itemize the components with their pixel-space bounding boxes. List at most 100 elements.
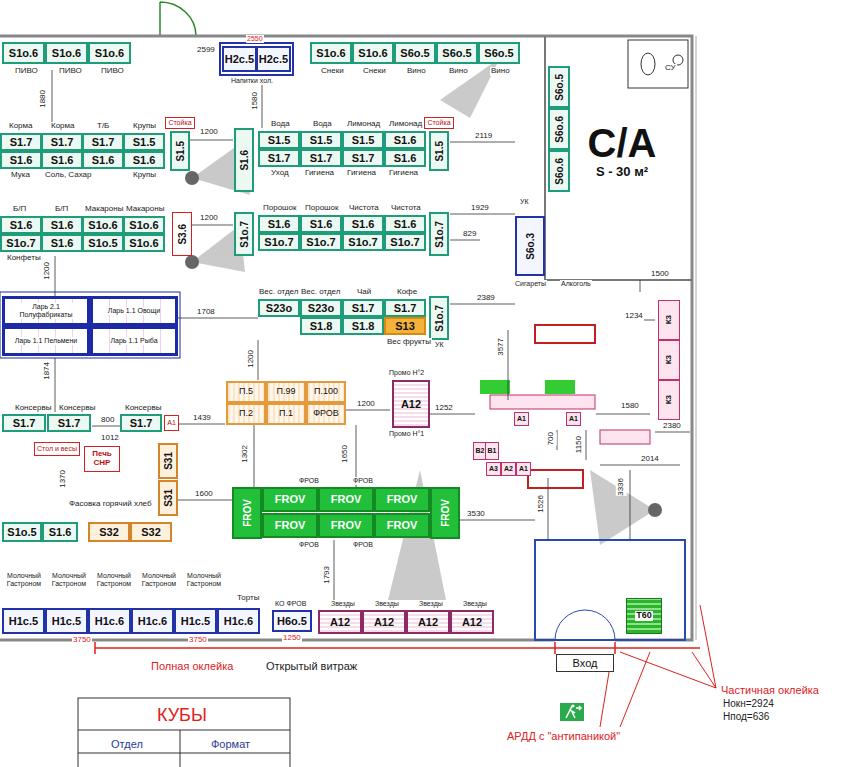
- plan-label: 3577: [496, 338, 507, 356]
- shelf-code: S1.6: [394, 218, 417, 230]
- shelf-box: S31: [158, 443, 178, 479]
- plan-label: Фасовка горячий хлеб: [68, 500, 153, 509]
- plan-label: 1874: [42, 362, 53, 380]
- shelf-code: S23o: [308, 302, 334, 314]
- plan-label: 2599: [196, 46, 216, 55]
- plan-label: Вода: [312, 120, 333, 129]
- shelf-code: H1c.6: [138, 615, 167, 627]
- shelf-box: A12: [362, 610, 406, 634]
- shelf-code: S1.6: [310, 218, 333, 230]
- plan-label: 1252: [434, 404, 454, 413]
- shelf-code: S1.5: [352, 134, 375, 146]
- shelf-code: П.2: [239, 409, 253, 419]
- shelf-box: S1o.6: [2, 42, 45, 64]
- shelf-box: A1: [516, 462, 531, 476]
- plan-label: Алкоголь: [560, 280, 592, 288]
- shelf-code: S1o.7: [348, 236, 377, 248]
- shelf-code: Вход: [573, 657, 598, 669]
- shelf-box: A1: [514, 412, 529, 426]
- shelf-code: S32: [99, 526, 119, 538]
- shelf-code: Стол и весы: [37, 445, 77, 453]
- shelf-code: A1: [569, 415, 578, 423]
- plan-label: Молочный Гастроном: [2, 572, 46, 587]
- shelf-box: S1o.7: [258, 233, 300, 251]
- shelf-box: К3: [658, 300, 680, 340]
- shelf-box: S1.8: [300, 317, 342, 335]
- shelf-code: A12: [401, 398, 421, 410]
- shelf-code: S31: [163, 489, 174, 507]
- shelf-code: Стойка: [168, 119, 191, 127]
- shelf-box: S1o.7: [429, 296, 449, 340]
- shelf-code: S6o.5: [400, 47, 429, 59]
- plan-label: Порошок: [304, 204, 339, 213]
- plan-label: 2389: [476, 294, 496, 303]
- shelf-box: A12: [392, 380, 430, 428]
- plan-label: 1580: [620, 402, 640, 411]
- shelf-box: S1.6: [342, 215, 384, 233]
- shelf-box: H1c.5: [174, 608, 217, 634]
- shelf-code: S1.5: [310, 134, 333, 146]
- shelf-box: A12: [318, 610, 362, 634]
- shelf-box: S1.6: [258, 215, 300, 233]
- shelf-box: S1o.6: [123, 234, 165, 252]
- shelf-box: S1.6: [41, 151, 83, 169]
- shelf-code: S1o.7: [239, 221, 250, 248]
- plan-label: ПИВО: [100, 67, 125, 76]
- shelf-code: S1o.6: [52, 47, 81, 59]
- plan-label: Полная оклейка: [150, 660, 234, 672]
- shelf-box: S1.6: [42, 522, 78, 542]
- shelf-box: H1c.5: [2, 608, 45, 634]
- shelf-box: FROV: [374, 487, 430, 512]
- plan-label: Напитки хол.: [230, 77, 274, 85]
- shelf-code: S1o.6: [316, 47, 345, 59]
- shelf-box: S32: [130, 522, 172, 542]
- plan-label: АРДД с "антипаникой": [506, 730, 621, 742]
- shelf-box: S3.6: [172, 212, 192, 256]
- shelf-code: К3: [665, 315, 674, 324]
- shelf-box: B1: [485, 442, 500, 460]
- shelf-code: S1.6: [268, 218, 291, 230]
- shelf-code: Ларь 1.1 Рыба: [110, 337, 157, 345]
- shelf-code: S1.7: [10, 136, 33, 148]
- shelf-box: FROV: [262, 513, 318, 538]
- shelf-code: Ларь 1.1 Овощи: [108, 307, 160, 315]
- shelf-box: S6o.5: [394, 42, 436, 64]
- shelf-code: A12: [330, 616, 350, 628]
- shelf-code: FROV: [331, 493, 362, 505]
- plan-label: 1580: [250, 92, 261, 110]
- shelf-box: H1c.5: [45, 608, 88, 634]
- shelf-code: S1o.5: [7, 526, 36, 538]
- plan-label: Звезды: [462, 600, 488, 608]
- plan-label: 1526: [536, 495, 547, 513]
- shelf-box: FROV: [318, 513, 374, 538]
- shelf-box: Стойка: [424, 117, 453, 129]
- plan-label: 829: [462, 230, 477, 239]
- shelf-code: H1c.5: [9, 615, 38, 627]
- shelf-code: Ларь 1.1 Пельмени: [15, 337, 78, 345]
- shelf-code: S6o.6: [554, 158, 565, 185]
- shelf-box: Ларь 1.1 Пельмени: [2, 326, 90, 356]
- plan-label: Порошок: [262, 204, 297, 213]
- plan-label: Снеки: [320, 67, 345, 76]
- plan-label: Нокн=2924: [722, 698, 775, 709]
- shelf-box: S1.5: [300, 131, 342, 149]
- shelf-code: S - 30 м²: [596, 165, 648, 179]
- plan-label: 1200: [42, 262, 53, 280]
- shelf-box: S1.7: [384, 299, 426, 317]
- plan-label: 3750: [188, 636, 208, 645]
- shelf-code: S1.6: [49, 526, 72, 538]
- shelf-code: S1.7: [51, 136, 74, 148]
- shelf-code: S1o.6: [9, 47, 38, 59]
- plan-label: 1929: [470, 204, 490, 213]
- plan-label: Торты: [236, 594, 260, 603]
- plan-label: УК: [434, 341, 445, 349]
- shelf-code: S1.8: [310, 320, 333, 332]
- shelf-code: A12: [462, 616, 482, 628]
- shelf-code: H1c.6: [224, 615, 253, 627]
- shelf-box: S1.5: [429, 131, 449, 171]
- plan-label: 1302: [240, 445, 251, 463]
- plan-label: 1150: [574, 436, 585, 453]
- shelf-box: S1.6: [82, 151, 124, 169]
- plan-label: КО ФРОВ: [274, 600, 307, 608]
- shelf-box: H1c.6: [131, 608, 174, 634]
